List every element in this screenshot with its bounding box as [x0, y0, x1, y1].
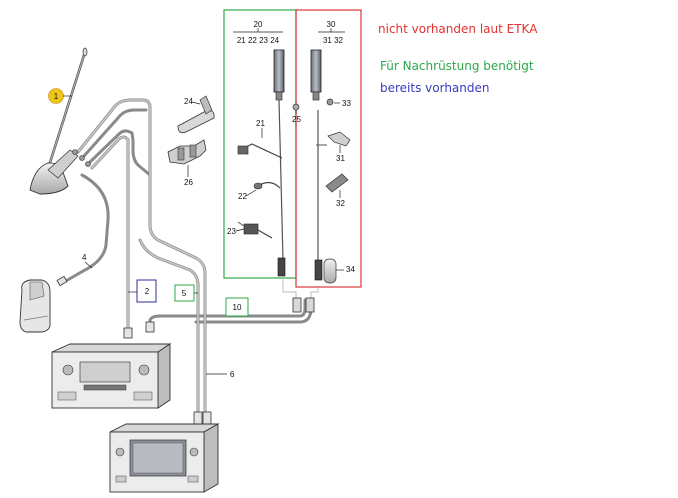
group-30-parts: [310, 49, 351, 284]
navigation-unit: [109, 423, 220, 493]
side-module: [19, 279, 51, 333]
callout-21-label: 21: [256, 119, 265, 128]
group-20-number: 20: [254, 20, 263, 29]
callout-24-label: 24: [184, 97, 193, 106]
group-20-parts: [237, 49, 300, 277]
roof-antenna: [29, 47, 91, 195]
callout-4-label: 4: [82, 253, 87, 262]
callout-23-label: 23: [227, 227, 236, 236]
callout-1-label: 1: [54, 92, 59, 101]
callout-31-label: 31: [336, 154, 345, 163]
radio-unit: [51, 343, 172, 409]
callout-25-label: 25: [292, 115, 301, 124]
box-10-label: 10: [233, 303, 242, 312]
callout-33-label: 33: [342, 99, 351, 108]
bracket-part-24: [177, 95, 215, 134]
callout-26-label: 26: [184, 178, 193, 187]
callout-22-label: 22: [238, 192, 247, 201]
group-30-sub-labels: 31 32: [323, 36, 344, 45]
legend-red-text: nicht vorhanden laut ETKA: [378, 22, 538, 36]
box-2: [136, 279, 157, 303]
legend-green-text: Für Nachrüstung benötigt: [380, 59, 534, 73]
legend-blue-text: bereits vorhanden: [380, 81, 490, 95]
group-20-sub-labels: 21 22 23 24: [237, 36, 280, 45]
callout-32-label: 32: [336, 199, 345, 208]
group-30-number: 30: [327, 20, 336, 29]
box-10: [225, 297, 249, 317]
box-2-label: 2: [145, 287, 150, 296]
group-30-box: [295, 9, 362, 288]
callout-34-label: 34: [346, 265, 355, 274]
box-5-label: 5: [182, 289, 187, 298]
holder-part-26: [167, 139, 207, 165]
callout-6-label: 6: [230, 370, 235, 379]
group-20-box: [223, 9, 297, 279]
